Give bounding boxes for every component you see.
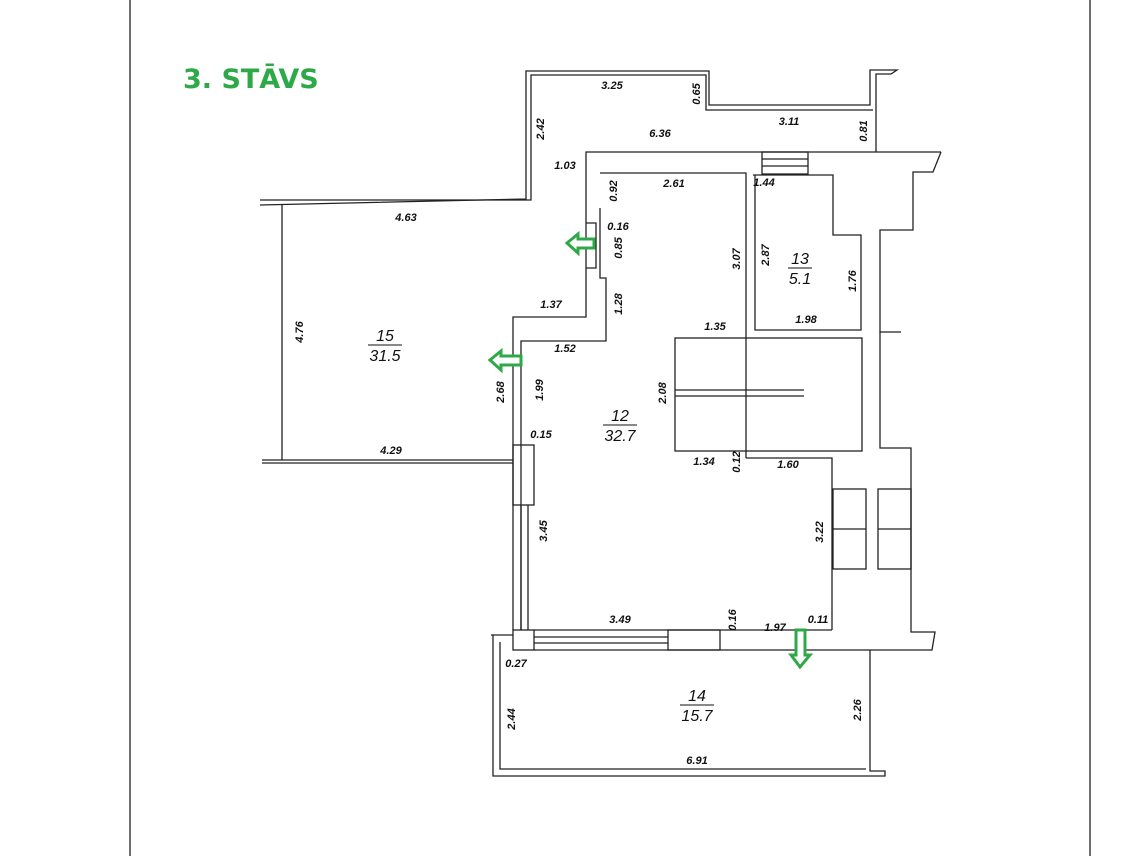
dimension-label: 1.76 xyxy=(847,269,859,291)
dimension-label: 4.76 xyxy=(294,320,306,343)
dimension-label: 2.08 xyxy=(657,381,669,404)
exit-arrows xyxy=(487,230,814,670)
dimension-label: 0.92 xyxy=(608,180,620,201)
dimension-label: 1.28 xyxy=(613,292,625,314)
dimension-label: 2.87 xyxy=(760,243,772,266)
room-labels: 12 32.7 13 5.1 14 15.7 15 31.5 xyxy=(368,251,812,725)
dimension-label: 1.98 xyxy=(795,314,817,326)
exit-arrow-left-icon xyxy=(487,347,523,374)
dimension-label: 0.27 xyxy=(505,658,527,670)
dimension-label: 1.35 xyxy=(704,321,726,333)
walls xyxy=(259,69,942,777)
dimension-label: 3.11 xyxy=(779,116,800,128)
dimension-label: 0.16 xyxy=(607,221,629,233)
exit-arrow-left-icon xyxy=(564,230,596,257)
dimension-label: 0.11 xyxy=(808,614,829,626)
room-area: 32.7 xyxy=(604,428,636,445)
exit-arrow-down-icon xyxy=(788,628,814,670)
dimension-label: 4.63 xyxy=(394,212,416,224)
dimension-label: 3.07 xyxy=(731,247,743,269)
dimension-label: 3.25 xyxy=(601,80,623,92)
dimension-label: 2.61 xyxy=(662,178,684,190)
dimension-label: 2.26 xyxy=(852,698,864,721)
dimension-label: 4.29 xyxy=(379,445,402,457)
dimension-label: 0.65 xyxy=(691,82,703,104)
dimension-label: 1.97 xyxy=(764,622,786,634)
floor-title: 3. STĀVS xyxy=(183,64,319,95)
dimension-label: 1.99 xyxy=(534,378,546,400)
room-number: 15 xyxy=(376,328,394,345)
dimension-label: 2.42 xyxy=(535,118,547,140)
dimension-label: 0.16 xyxy=(727,608,739,630)
dimension-label: 1.60 xyxy=(777,459,799,471)
dimension-label: 1.03 xyxy=(554,160,575,172)
dimension-label: 0.12 xyxy=(731,451,743,472)
dimension-label: 2.68 xyxy=(495,380,507,403)
dimension-label: 6.91 xyxy=(686,755,707,767)
room-number: 13 xyxy=(791,251,809,268)
room-area: 31.5 xyxy=(369,348,400,365)
dimension-label: 2.44 xyxy=(506,708,518,730)
dimension-label: 3.45 xyxy=(538,519,550,541)
dimension-label: 0.81 xyxy=(858,120,870,141)
dimension-label: 1.44 xyxy=(753,177,774,189)
dimension-label: 0.15 xyxy=(530,429,552,441)
dimension-label: 6.36 xyxy=(649,128,671,140)
dimension-label: 1.52 xyxy=(554,343,575,355)
dimension-labels: 3.25 0.65 2.42 6.36 3.11 0.81 1.03 4.63 … xyxy=(294,80,870,767)
dimension-label: 3.49 xyxy=(609,614,631,626)
dimension-label: 1.37 xyxy=(540,299,562,311)
room-number: 14 xyxy=(688,688,706,705)
room-area: 15.7 xyxy=(681,708,713,725)
dimension-label: 0.85 xyxy=(613,236,625,258)
room-area: 5.1 xyxy=(789,271,811,288)
room-number: 12 xyxy=(611,408,629,425)
dimension-label: 1.34 xyxy=(693,456,714,468)
dimension-label: 3.22 xyxy=(814,521,826,542)
